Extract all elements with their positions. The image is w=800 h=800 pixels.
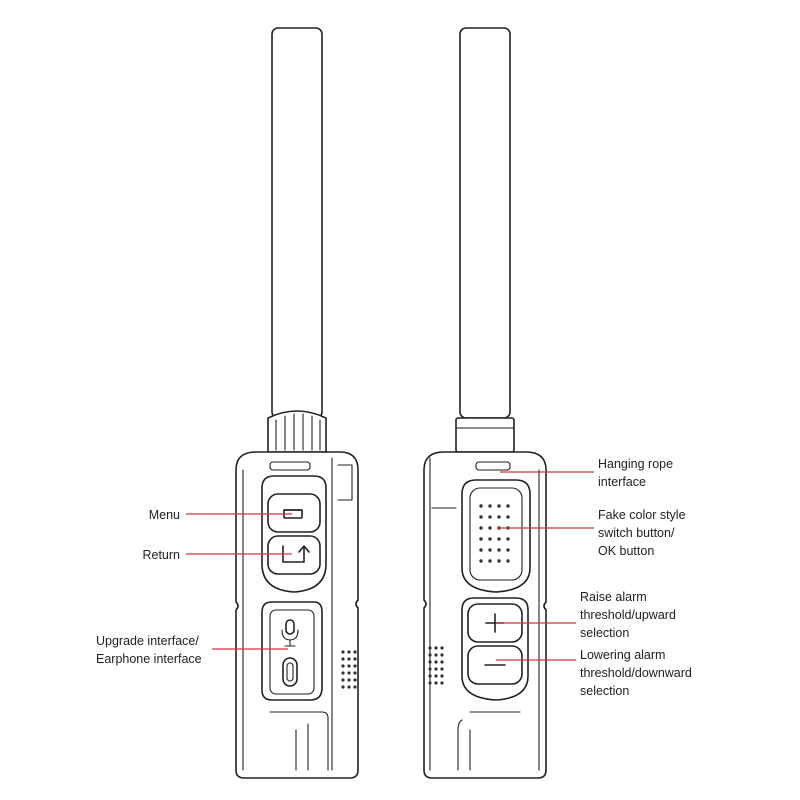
- label-hanging-line2: interface: [598, 475, 646, 489]
- label-upgrade-line1: Upgrade interface/: [96, 634, 199, 648]
- label-fake-line1: Fake color style: [598, 508, 686, 522]
- right-antenna: [459, 27, 511, 419]
- callout-labels: Menu Return Upgrade interface/ Earphone …: [96, 457, 692, 698]
- left-device: [235, 27, 359, 779]
- label-lower-line1: Lowering alarm: [580, 648, 665, 662]
- menu-button[interactable]: [267, 493, 321, 533]
- label-raise-line2: threshold/upward: [580, 608, 676, 622]
- label-fake-line3: OK button: [598, 544, 654, 558]
- hanging-rope-slot: [475, 461, 511, 471]
- left-antenna-knob: [267, 410, 327, 453]
- label-upgrade-line2: Earphone interface: [96, 652, 202, 666]
- right-device: [423, 27, 547, 779]
- microphone-icon: [281, 619, 299, 647]
- return-button[interactable]: [267, 535, 321, 575]
- label-lower-line2: threshold/downward: [580, 666, 692, 680]
- label-lower-line3: selection: [580, 684, 629, 698]
- usb-c-port-icon: [282, 657, 298, 687]
- label-raise-line3: selection: [580, 626, 629, 640]
- label-fake-line2: switch button/: [598, 526, 675, 540]
- leader-lines: [186, 471, 594, 661]
- ok-button[interactable]: [461, 479, 531, 593]
- left-speaker-grille: [341, 650, 357, 689]
- label-hanging-line1: Hanging rope: [598, 457, 673, 471]
- minus-button[interactable]: [467, 645, 523, 685]
- label-raise-line1: Raise alarm: [580, 590, 647, 604]
- ok-button-dot-grid: [479, 504, 510, 563]
- left-antenna: [271, 27, 323, 419]
- right-antenna-base: [455, 417, 515, 453]
- label-return: Return: [142, 548, 180, 562]
- port-cover: [261, 601, 323, 701]
- label-menu: Menu: [149, 508, 180, 522]
- right-speaker-grille: [428, 646, 444, 685]
